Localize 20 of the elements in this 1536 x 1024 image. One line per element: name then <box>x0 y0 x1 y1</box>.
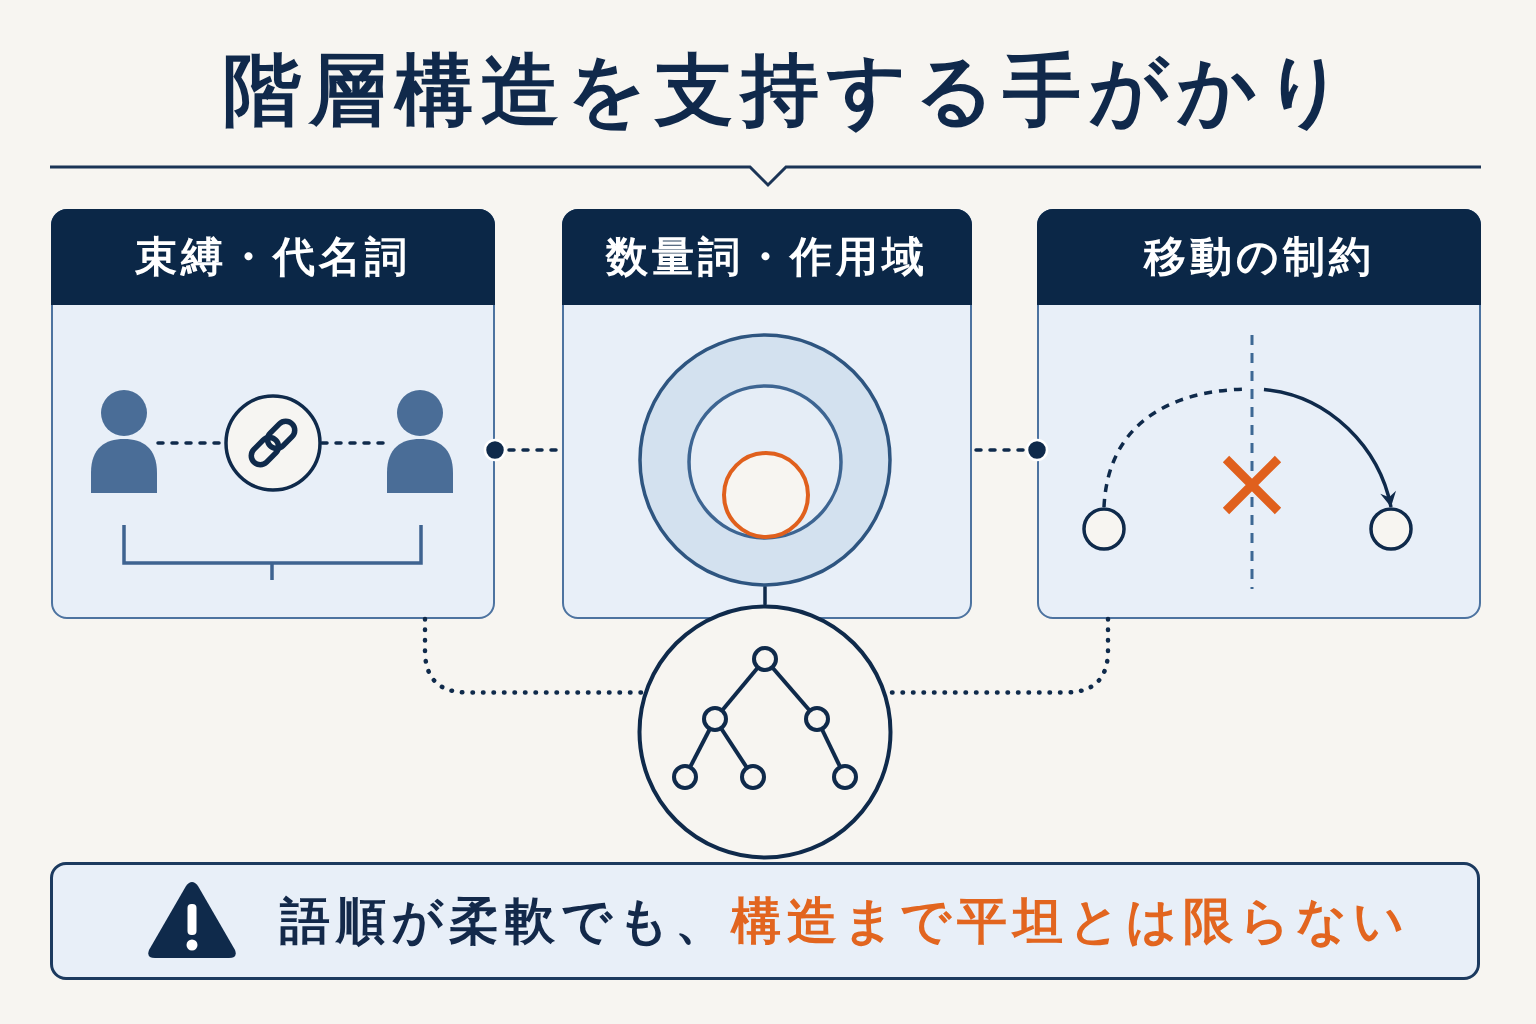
person-icon <box>90 388 158 493</box>
curved-arrow <box>1102 387 1396 508</box>
banner-text: 語順が柔軟でも、構造まで平坦とは限らない <box>280 891 1410 951</box>
person-icon <box>386 388 454 493</box>
link-icon <box>224 394 322 492</box>
panel <box>562 209 972 619</box>
callout-banner <box>50 862 1480 980</box>
title: 階層構造を支持する手がかり <box>223 44 1353 137</box>
panel-header: 数量詞・作用域 <box>562 209 972 305</box>
circle-icon <box>1082 507 1126 551</box>
circle-icon <box>1369 507 1413 551</box>
panel <box>1037 209 1481 619</box>
panel-header: 束縛・代名詞 <box>51 209 495 305</box>
connector-line <box>320 441 388 445</box>
connector-line <box>763 585 767 606</box>
connector-line <box>422 616 646 695</box>
panel <box>51 209 495 619</box>
tree-icon <box>637 604 893 860</box>
concentric-circles-icon <box>638 333 892 587</box>
panel-header: 移動の制約 <box>1037 209 1481 305</box>
